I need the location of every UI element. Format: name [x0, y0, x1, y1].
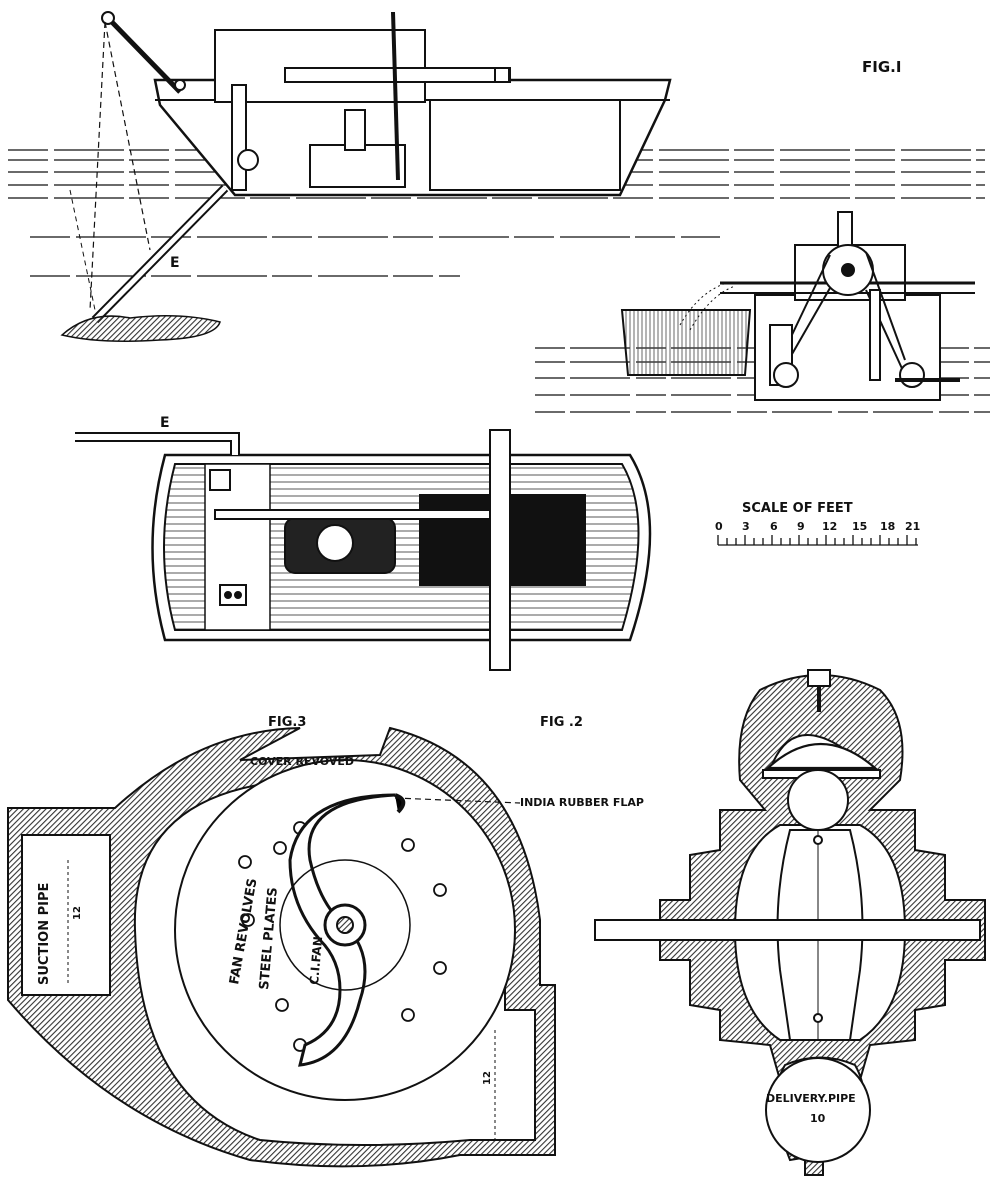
fig2-pump-section	[594, 669, 986, 1176]
label-suction-dim: 12	[72, 906, 83, 920]
label-suction-pipe: SUCTION PIPE	[37, 883, 52, 985]
scale-tick-12: 12	[822, 520, 837, 533]
label-delivery-dim: 10	[810, 1112, 826, 1125]
fig2-title: FIG .2	[540, 715, 583, 730]
label-e-plan: E	[160, 415, 170, 431]
pump-shaft	[594, 919, 981, 941]
label-india-rubber-flap: INDIA RUBBER FLAP	[520, 796, 644, 809]
fig3-title: FIG.3	[268, 715, 306, 730]
label-outlet-dim: 12	[482, 1071, 493, 1085]
pump-cover	[765, 742, 878, 770]
scale-tick-6: 6	[770, 520, 778, 533]
engine-cylinder	[309, 144, 406, 188]
scale-tick-3: 3	[742, 520, 750, 533]
fig1-plan	[75, 429, 652, 671]
plan-cross-beam	[489, 429, 511, 671]
scale-title: SCALE OF FEET	[742, 501, 853, 516]
crane-jib	[106, 16, 182, 94]
scale-tick-15: 15	[852, 520, 867, 533]
mast	[391, 11, 400, 181]
engine-house	[214, 29, 426, 103]
spoil-barge	[620, 309, 752, 376]
label-ci-fan: C.I.FAN	[307, 936, 325, 986]
fig1-end-section	[535, 211, 990, 413]
label-e-side: E	[170, 255, 180, 271]
scale-of-feet: SCALE OF FEET 0 3 6 9 12 15 18 21	[715, 501, 920, 546]
scale-tick-0: 0	[715, 520, 723, 533]
fig1-side-elevation	[8, 11, 985, 342]
fig1-title: FIG.I	[862, 58, 901, 76]
scale-tick-18: 18	[880, 520, 895, 533]
scale-tick-9: 9	[797, 520, 805, 533]
mud-heap	[60, 315, 221, 342]
valve-ball	[787, 769, 849, 831]
label-delivery-pipe: DELIVERY.PIPE	[766, 1092, 856, 1105]
label-cover-removed: COVER REVOVED	[250, 755, 354, 768]
scale-tick-21: 21	[905, 520, 920, 533]
boiler	[429, 99, 621, 191]
fig3-fan-pump	[7, 726, 556, 1168]
